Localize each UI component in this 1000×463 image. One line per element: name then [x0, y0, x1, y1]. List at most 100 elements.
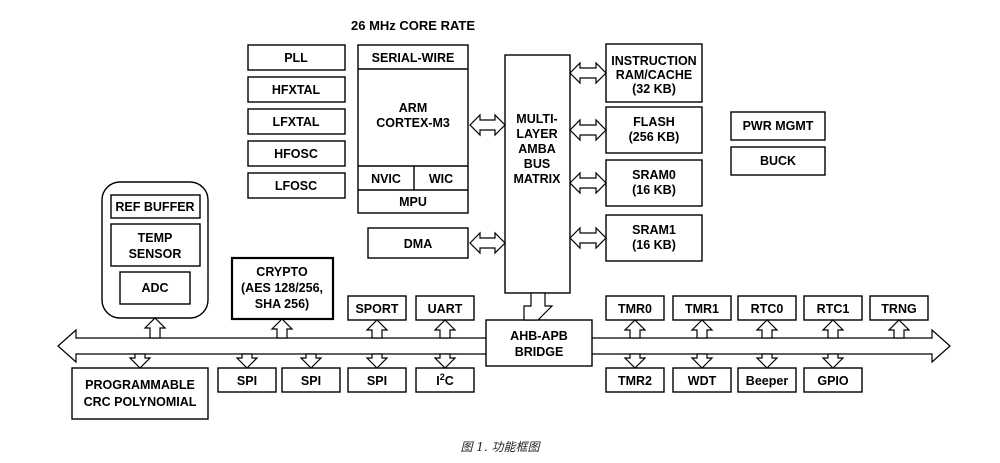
buck-block: [730, 146, 826, 176]
adc-block: [119, 271, 191, 305]
matrix-line-2: LAYER: [516, 127, 557, 141]
tmr0-block: [605, 295, 665, 321]
sport-label: SPORT: [355, 302, 398, 316]
crc-line-2: CRC POLYNOMIAL: [84, 395, 197, 409]
mpu-label: MPU: [399, 195, 427, 209]
hfosc-label: HFOSC: [274, 147, 318, 161]
arm-label: ARM: [399, 101, 427, 115]
figure-caption: 图 1. 功能框图: [460, 440, 541, 454]
bridge-line-1: AHB-APB: [510, 329, 568, 343]
ref-buffer-block: [110, 194, 201, 219]
lfxtal-label: LFXTAL: [273, 115, 320, 129]
ref-buffer-label: REF BUFFER: [115, 200, 194, 214]
i2c-superscript: 2: [440, 372, 445, 382]
serial-wire-label: SERIAL-WIRE: [372, 51, 455, 65]
instr-line-1: INSTRUCTION: [611, 54, 696, 68]
matrix-line-5: MATRIX: [514, 172, 562, 186]
adc-up-arrow: [143, 317, 167, 339]
crc-line-1: PROGRAMMABLE: [85, 378, 195, 392]
cortex-m3-label: CORTEX-M3: [376, 116, 450, 130]
dma-label: DMA: [404, 237, 432, 251]
top-peripherals: SPORT UART TMR0 TMR1 RTC0 RTC1 TRNG: [347, 295, 929, 321]
spi-2-label: SPI: [301, 374, 321, 388]
tmr0-up-arrow: [623, 319, 647, 339]
spi-2-block: [281, 367, 341, 393]
bridge-line-2: BRIDGE: [515, 345, 564, 359]
rtc1-up-arrow: [821, 319, 845, 339]
nvic-label: NVIC: [371, 172, 401, 186]
spi-3-down-arrow: [365, 353, 389, 369]
lfosc-block: [247, 172, 346, 199]
uart-label: UART: [428, 302, 463, 316]
sram0-line-1: SRAM0: [632, 168, 676, 182]
matrix-line-1: MULTI-: [516, 112, 557, 126]
i2c-main: I: [436, 374, 439, 388]
buck-label: BUCK: [760, 154, 796, 168]
temp-label: TEMP: [138, 231, 173, 245]
matrix-flash-arrow: [569, 118, 607, 142]
spi-2-down-arrow: [299, 353, 323, 369]
cpu-block: SERIAL-WIRE ARM CORTEX-M3 NVIC WIC MPU: [357, 44, 469, 214]
matrix-line-3: AMBA: [518, 142, 556, 156]
trng-label: TRNG: [881, 302, 916, 316]
instr-line-2: RAM/CACHE: [616, 68, 692, 82]
gpio-label: GPIO: [817, 374, 849, 388]
pwr-mgmt-block: [730, 111, 826, 141]
core-rate-title: 26 MHz CORE RATE: [351, 18, 475, 33]
sensor-label: SENSOR: [129, 247, 182, 261]
bus-matrix-block: MULTI- LAYER AMBA BUS MATRIX: [504, 54, 571, 294]
spi-1-block: [217, 367, 277, 393]
matrix-sram0-arrow: [569, 171, 607, 195]
clock-blocks: PLL HFXTAL LFXTAL HFOSC LFOSC: [247, 44, 346, 199]
tmr1-label: TMR1: [685, 302, 719, 316]
spi-1-label: SPI: [237, 374, 257, 388]
rtc1-label: RTC1: [817, 302, 850, 316]
tmr2-label: TMR2: [618, 374, 652, 388]
hfosc-block: [247, 140, 346, 167]
sram1-block: [605, 214, 703, 262]
flash-block: [605, 106, 703, 154]
flash-line-2: (256 KB): [629, 130, 680, 144]
bus-down-arrows: [128, 353, 845, 369]
sport-up-arrow: [365, 319, 389, 339]
analog-group: REF BUFFER TEMP SENSOR ADC: [101, 181, 209, 319]
lfxtal-block: [247, 108, 346, 135]
wdt-block: [672, 367, 732, 393]
wdt-label: WDT: [688, 374, 717, 388]
bus-matrix-outline: [504, 54, 571, 294]
i2c-block: [415, 367, 475, 393]
crypto-up-arrow: [270, 318, 294, 339]
matrix-sram1-arrow: [569, 226, 607, 250]
memory-blocks: INSTRUCTION RAM/CACHE (32 KB) FLASH (256…: [605, 43, 703, 262]
pwr-mgmt-label: PWR MGMT: [743, 119, 814, 133]
i2c-label: I2C: [436, 372, 454, 388]
hfxtal-block: [247, 76, 346, 103]
bus-up-arrows: [143, 317, 911, 339]
spi-3-label: SPI: [367, 374, 387, 388]
tmr1-up-arrow: [690, 319, 714, 339]
instruction-ram-block: [605, 43, 703, 103]
tmr0-label: TMR0: [618, 302, 652, 316]
rtc0-block: [737, 295, 797, 321]
crypto-line-3: SHA 256): [255, 297, 309, 311]
instr-line-3: (32 KB): [632, 82, 676, 96]
bottom-peripherals: SPI SPI SPI I2C TMR2 WDT Beeper GPIO: [217, 367, 863, 393]
tmr1-block: [672, 295, 732, 321]
crypto-line-2: (AES 128/256,: [241, 281, 323, 295]
rtc0-label: RTC0: [751, 302, 784, 316]
cpu-outline: [357, 44, 469, 214]
temp-sensor-block: [110, 223, 201, 267]
gpio-down-arrow: [821, 353, 845, 369]
crypto-line-1: CRYPTO: [256, 265, 308, 279]
beeper-label: Beeper: [746, 374, 789, 388]
wdt-down-arrow: [690, 353, 714, 369]
pll-block: [247, 44, 346, 71]
adc-label: ADC: [141, 281, 168, 295]
spi-1-down-arrow: [235, 353, 259, 369]
cpu-matrix-arrow: [469, 113, 506, 137]
i2c-end: C: [445, 374, 454, 388]
sram1-line-1: SRAM1: [632, 223, 676, 237]
i2c-down-arrow: [433, 353, 457, 369]
pll-label: PLL: [284, 51, 308, 65]
